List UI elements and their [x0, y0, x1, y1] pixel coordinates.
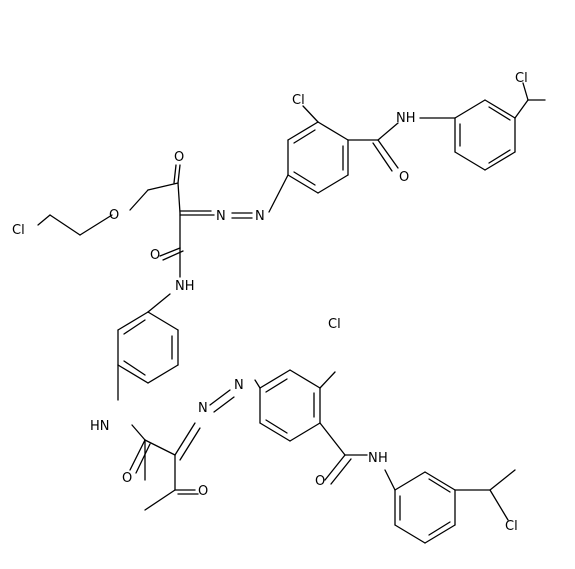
atom-label-o: O — [315, 474, 325, 489]
atom-label-h: H — [378, 451, 388, 466]
atom-label-n: N — [234, 378, 244, 393]
atom-label-o: O — [109, 208, 119, 223]
atom-label-o: O — [174, 150, 184, 165]
atom-label-cl: Cl — [328, 317, 341, 332]
atom-label-cl: Cl — [292, 93, 305, 108]
atom-label-o: O — [399, 170, 409, 185]
atom-label-n: N — [368, 451, 378, 466]
atom-label-n: N — [255, 209, 265, 224]
atom-label-cl: Cl — [505, 519, 518, 534]
atom-label-nh: NH — [175, 279, 195, 294]
bond-lines — [37, 82, 546, 544]
atom-label-cl: Cl — [12, 223, 25, 238]
atom-label-hn: HN — [90, 419, 110, 434]
atom-label-cl: Cl — [515, 71, 528, 86]
atom-label-n: N — [198, 401, 208, 416]
atom-label-o: O — [122, 471, 132, 486]
atom-label-n: N — [216, 209, 226, 224]
atom-label-o: O — [198, 484, 208, 499]
atom-label-o: O — [150, 248, 160, 263]
atom-labels: Cl NH Cl O O N N O Cl O NH Cl N N HN O O… — [12, 71, 528, 534]
atom-label-nh: NH — [396, 111, 416, 126]
